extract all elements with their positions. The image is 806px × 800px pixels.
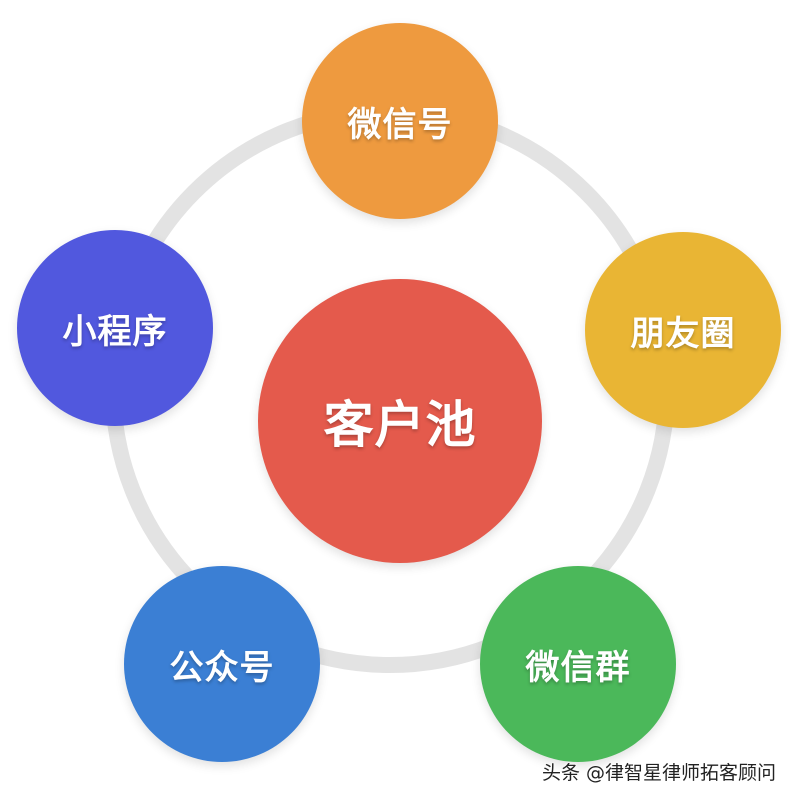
node-label: 公众号 bbox=[169, 647, 275, 688]
center-node-customer-pool: 客户池 bbox=[258, 279, 542, 563]
node-wechat-account: 微信号 bbox=[302, 23, 498, 219]
watermark: 头条 @律智星律师拓客顾问 bbox=[542, 762, 777, 784]
node-label: 小程序 bbox=[62, 311, 168, 352]
node-wechat-group: 微信群 bbox=[480, 566, 676, 762]
center-node-label: 客户池 bbox=[323, 396, 477, 454]
node-label: 朋友圈 bbox=[630, 313, 736, 354]
node-label: 微信群 bbox=[525, 647, 631, 688]
node-official-account: 公众号 bbox=[124, 566, 320, 762]
node-label: 微信号 bbox=[347, 104, 453, 145]
node-mini-program: 小程序 bbox=[17, 230, 213, 426]
node-moments: 朋友圈 bbox=[585, 232, 781, 428]
